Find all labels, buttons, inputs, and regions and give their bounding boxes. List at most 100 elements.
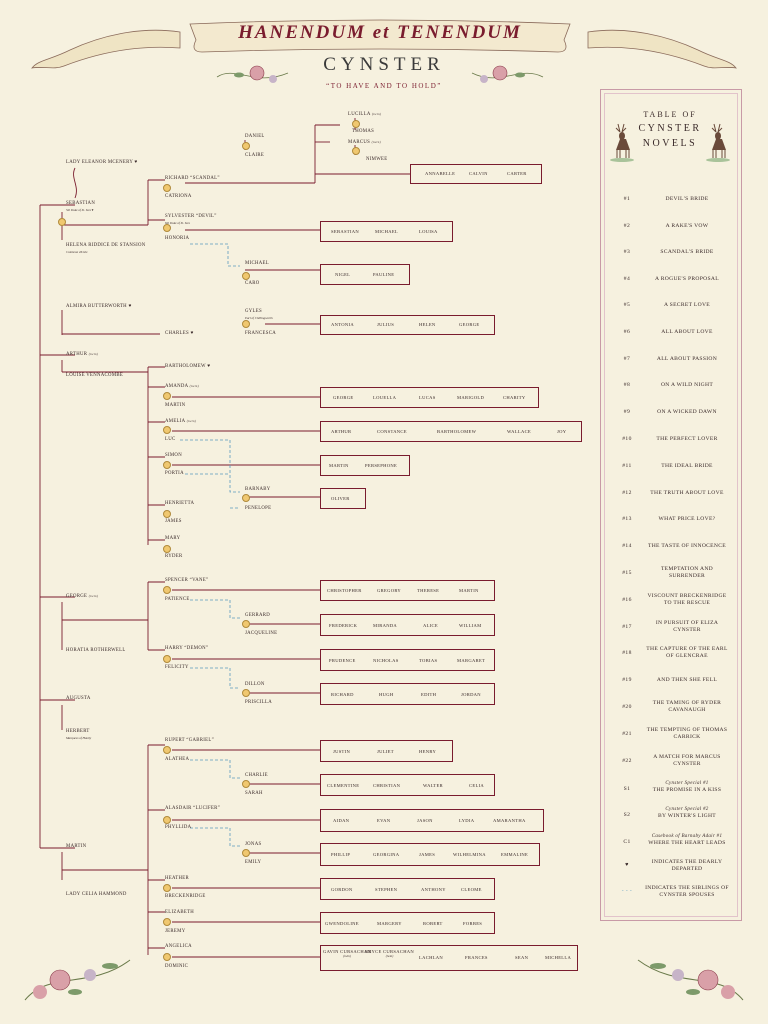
child-name: GEORGINA	[373, 852, 400, 857]
novel-number: #18	[622, 650, 632, 656]
person-name: THOMAS	[352, 129, 375, 134]
children-box: MARTIN PERSEPHONE	[320, 455, 410, 476]
person-name: PORTIA	[165, 471, 184, 476]
child-name: LYDIA	[459, 818, 475, 823]
marriage-ring-icon	[242, 620, 250, 628]
marriage-ring-icon	[163, 816, 171, 824]
marriage-ring-icon	[163, 224, 171, 232]
marriage-ring-icon	[163, 184, 171, 192]
person-name: LUCILLA (twin)	[348, 112, 382, 117]
person-name: JACQUELINE	[245, 631, 278, 636]
novel-number: #1	[623, 196, 631, 202]
person-name: SIMON	[165, 453, 182, 458]
children-box: GAVIN CURSACHAN(twin) BRYCE CURSACHAN(tw…	[320, 945, 578, 971]
person-name: PENELOPE	[245, 506, 272, 511]
person-name: ELIZABETH	[165, 910, 195, 915]
novel-number: #16	[622, 597, 632, 603]
novel-number: #6	[623, 329, 631, 335]
person-name: AMANDA (twin)	[165, 384, 200, 389]
novel-title: THE TAMING OF RYDER CAVANAUGH	[652, 700, 722, 713]
person-name: HARRY “DEMON”	[165, 646, 209, 651]
child-name: ARTHUR	[331, 429, 352, 434]
child-name: EMMALINE	[501, 852, 529, 857]
person-name: CARO	[245, 281, 260, 286]
novel-number: #8	[623, 382, 631, 388]
person-name: DILLON	[245, 682, 265, 687]
marriage-ring-icon	[242, 849, 250, 857]
child-name: SEBASTIAN	[331, 229, 359, 234]
novel-title: A MATCH FOR MARCUS CYNSTER	[653, 754, 721, 767]
marriage-ring-icon	[242, 780, 250, 788]
stag-left-icon	[610, 123, 634, 162]
marriage-ring-icon	[58, 218, 66, 226]
person-name: RICHARD “SCANDAL”	[165, 176, 220, 181]
child-name: CLEMENTINE	[327, 783, 360, 788]
person-name: CHARLES ♥	[165, 331, 194, 336]
children-box: CLEMENTINE CHRISTIAN WALTER CELIA	[320, 774, 495, 796]
novel-number: #4	[623, 276, 631, 282]
child-name: CHARITY	[503, 395, 526, 400]
child-name: THERESE	[417, 588, 440, 593]
person-name: CATRIONA	[165, 194, 192, 199]
marriage-ring-icon	[163, 510, 171, 518]
person-name: BARTHOLOMEW ♥	[165, 364, 211, 369]
person-name: HENRIETTA	[165, 501, 195, 506]
title-banner	[189, 19, 571, 53]
marriage-ring-icon	[242, 494, 250, 502]
person-name: SYLVESTER “DEVIL”6th Duke of St. Ives	[165, 214, 217, 225]
person-name: AUGUSTA	[66, 696, 91, 701]
child-name: GEORGE	[333, 395, 354, 400]
person-name: ALMIRA BUTTERWORTH ♥	[66, 304, 132, 309]
person-name: RYDER	[165, 554, 183, 559]
novel-title: ON A WICKED DAWN	[657, 409, 717, 415]
novel-title: TEMPTATION AND SURRENDER	[660, 566, 714, 579]
children-box: FREDERICK MIRANDA ALICE WILLIAM	[320, 614, 495, 636]
marriage-ring-icon	[163, 655, 171, 663]
novel-number: #9	[623, 409, 631, 415]
legend-siblings: INDICATES THE SIBLINGS OF CYNSTER SPOUSE…	[645, 885, 729, 898]
marriage-ring-icon	[242, 142, 250, 150]
novel-title: SCANDAL'S BRIDE	[660, 249, 714, 255]
person-name: JEREMY	[165, 929, 186, 934]
children-box: RICHARD HUGH EDITH JORDAN	[320, 683, 495, 705]
right-ribbon-icon	[587, 29, 737, 69]
child-name: OLIVER	[331, 496, 350, 501]
person-name: SARAH	[245, 791, 263, 796]
child-name: PERSEPHONE	[365, 463, 398, 468]
novel-number: S1	[623, 786, 631, 792]
person-name: GEORGE (twin)	[66, 594, 99, 599]
child-name: HENRY	[419, 749, 437, 754]
children-box: ARTHUR CONSTANCE BARTHOLOMEW WALLACE JOY	[320, 421, 582, 442]
novel-number: #10	[622, 436, 632, 442]
dashed-line-legend-icon: - - -	[621, 888, 633, 894]
person-name: CHARLIE	[245, 773, 268, 778]
child-name: GWENDOLINE	[325, 921, 359, 926]
floral-right-icon	[471, 65, 544, 83]
child-name: HUGH	[379, 692, 394, 697]
marriage-ring-icon	[242, 320, 250, 328]
person-name: JONAS	[245, 842, 262, 847]
novel-number: #5	[623, 302, 631, 308]
child-name: JULIET	[377, 749, 394, 754]
novel-title: WHAT PRICE LOVE?	[658, 516, 716, 522]
person-name: GERRARD	[245, 613, 271, 618]
children-box: ANTONIA JULIUS HELEN GEORGE	[320, 315, 495, 335]
child-name: FREDERICK	[329, 623, 358, 628]
child-name: PRUDENCE	[329, 658, 356, 663]
marriage-ring-icon	[163, 884, 171, 892]
child-name: JULIUS	[377, 322, 395, 327]
person-name: BARNABY	[245, 487, 271, 492]
novel-title: ON A WILD NIGHT	[660, 382, 714, 388]
child-name: MICHAEL	[375, 229, 399, 234]
novel-number: #17	[622, 624, 632, 630]
person-name: FELICITY	[165, 665, 189, 670]
child-name: MIRANDA	[373, 623, 398, 628]
person-name: PATIENCE	[165, 597, 190, 602]
novel-title: THE TRUTH ABOUT LOVE	[650, 490, 724, 496]
child-name: ROBERT	[423, 921, 443, 926]
child-name: LOUISA	[419, 229, 438, 234]
person-name: LUC	[165, 437, 176, 442]
children-box: GORDON STEPHEN ANTHONY CLEOME	[320, 878, 495, 900]
person-name: DOMINIC	[165, 964, 189, 969]
